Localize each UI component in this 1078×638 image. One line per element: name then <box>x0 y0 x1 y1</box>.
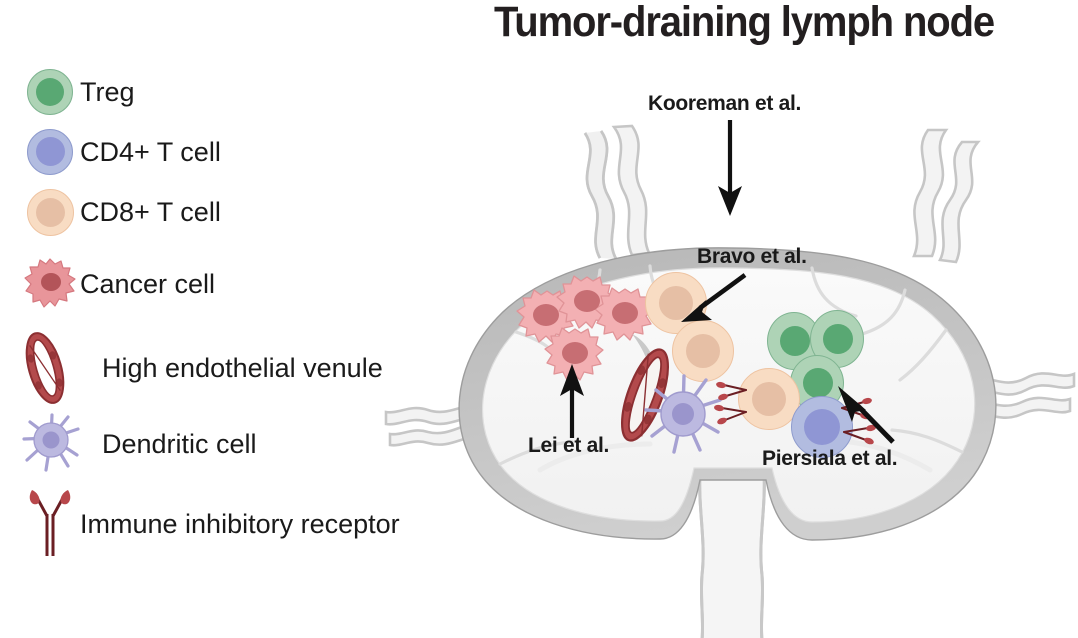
legend-item-dendritic-cell: Dendritic cell <box>16 408 257 480</box>
legend-label: Cancer cell <box>80 268 216 299</box>
legend-item-cd4-t-cell: CD4+ T cell <box>22 124 221 180</box>
cd4-t-cell-icon <box>22 124 80 180</box>
high-endothelial-venule <box>620 348 670 442</box>
legend: Treg CD4+ T cell CD8+ T cell <box>0 60 500 560</box>
annotation-label-lei: Lei et al. <box>528 434 610 457</box>
treg-cell-nucleus <box>823 324 853 354</box>
cd4-t-cell-nucleus <box>804 409 840 445</box>
annotation-label-bravo: Bravo et al. <box>697 245 807 268</box>
legend-item-cancer-cell: Cancer cell <box>22 256 215 312</box>
legend-label: Treg <box>80 76 135 107</box>
legend-label: Dendritic cell <box>102 428 257 459</box>
page-title: Tumor-draining lymph node <box>493 0 995 46</box>
legend-item-cd8-t-cell: CD8+ T cell <box>22 184 221 240</box>
annotation-label-kooreman: Kooreman et al. <box>648 92 802 115</box>
legend-item-high-endothelial-venule: High endothelial venule <box>14 328 383 408</box>
legend-item-treg: Treg <box>22 64 135 120</box>
legend-label: High endothelial venule <box>102 352 383 383</box>
legend-label: CD8+ T cell <box>80 196 221 227</box>
high-endothelial-venule-icon <box>14 328 72 408</box>
arrow-up-icon <box>560 364 584 438</box>
cancer-cell-icon <box>22 256 80 312</box>
afferent-lymphatic-vessel-right <box>912 128 981 264</box>
afferent-lymphatic-vessel-left <box>583 130 618 260</box>
dendritic-cell <box>644 374 722 454</box>
cd8-t-cell-nucleus <box>659 286 693 320</box>
dendritic-cell-icon <box>16 408 86 480</box>
legend-label: Immune inhibitory receptor <box>80 508 400 539</box>
cd8-t-cell-icon <box>22 184 80 240</box>
legend-label: CD4+ T cell <box>80 136 221 167</box>
treg-cell-nucleus <box>780 326 810 356</box>
cd8-t-cell-nucleus <box>752 382 786 416</box>
treg-cell-nucleus <box>803 368 833 398</box>
immune-inhibitory-receptor-icon <box>22 488 80 560</box>
immune-inhibitory-receptor <box>714 381 747 425</box>
annotation-label-piersiala: Piersiala et al. <box>762 447 898 470</box>
cancer-cell-cluster <box>516 275 654 381</box>
cd8-t-cell-nucleus <box>686 334 720 368</box>
arrow-down-icon <box>718 120 742 216</box>
arrow-down-left-icon <box>681 273 747 322</box>
treg-cell-icon <box>22 64 80 120</box>
efferent-lymphatic-vessel <box>698 468 766 638</box>
arrow-up-left-icon <box>838 386 895 444</box>
legend-item-immune-inhibitory-receptor: Immune inhibitory receptor <box>22 488 400 560</box>
